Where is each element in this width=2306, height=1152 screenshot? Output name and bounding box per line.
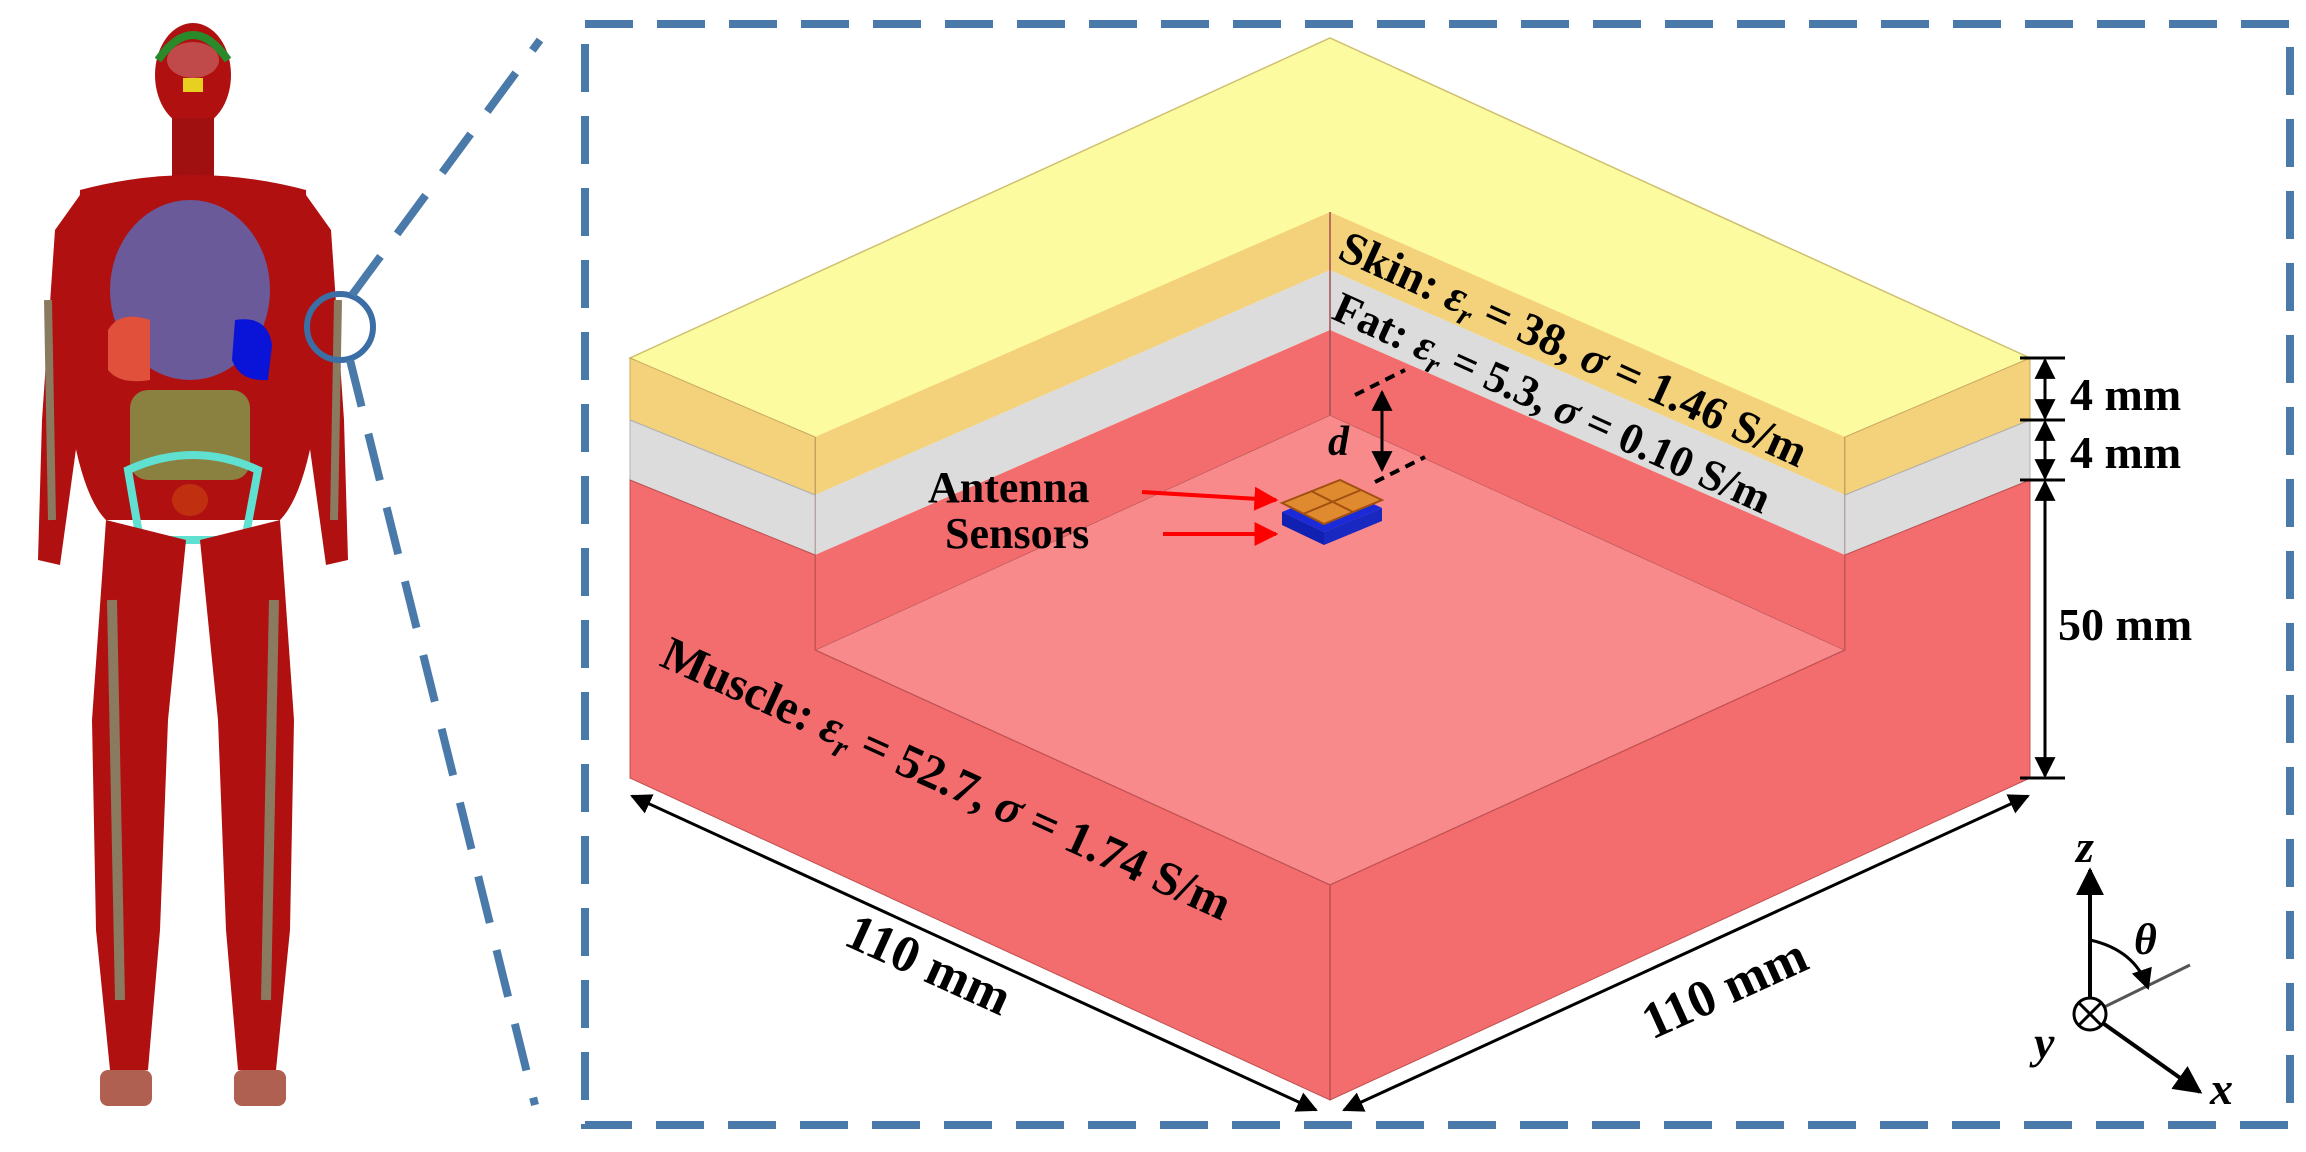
antenna-arrow (1141, 486, 1279, 511)
dim-fat-label: 4 mm (2070, 427, 2181, 478)
antenna-label: Antenna (928, 463, 1089, 512)
d-ref-bottom (1374, 455, 1426, 484)
zoom-frame (581, 20, 2294, 1129)
thickness-dimensions (2020, 356, 2065, 780)
d-label: d (1328, 419, 1350, 465)
human-body-phantom (38, 23, 348, 1106)
axis-y-label: y (2029, 1017, 2055, 1068)
axis-x-label: x (2209, 1063, 2233, 1114)
tissue-block (628, 37, 2032, 1101)
width-arrow-right (1342, 794, 2030, 1112)
coordinate-axes (2072, 867, 2203, 1094)
zoom-line-bottom (346, 359, 539, 1106)
d-ref-top (1354, 368, 1406, 397)
axis-z-label: z (2074, 821, 2094, 872)
dim-skin-label: 4 mm (2070, 369, 2181, 420)
zoom-ring (304, 291, 376, 363)
zoom-line-top (348, 37, 544, 298)
antenna-sensor (1279, 478, 1385, 545)
dim-muscle-label: 50 mm (2058, 599, 2192, 650)
sensors-label: Sensors (945, 509, 1089, 558)
width-arrow-left (630, 794, 1318, 1112)
theta-label: θ (2134, 915, 2157, 964)
